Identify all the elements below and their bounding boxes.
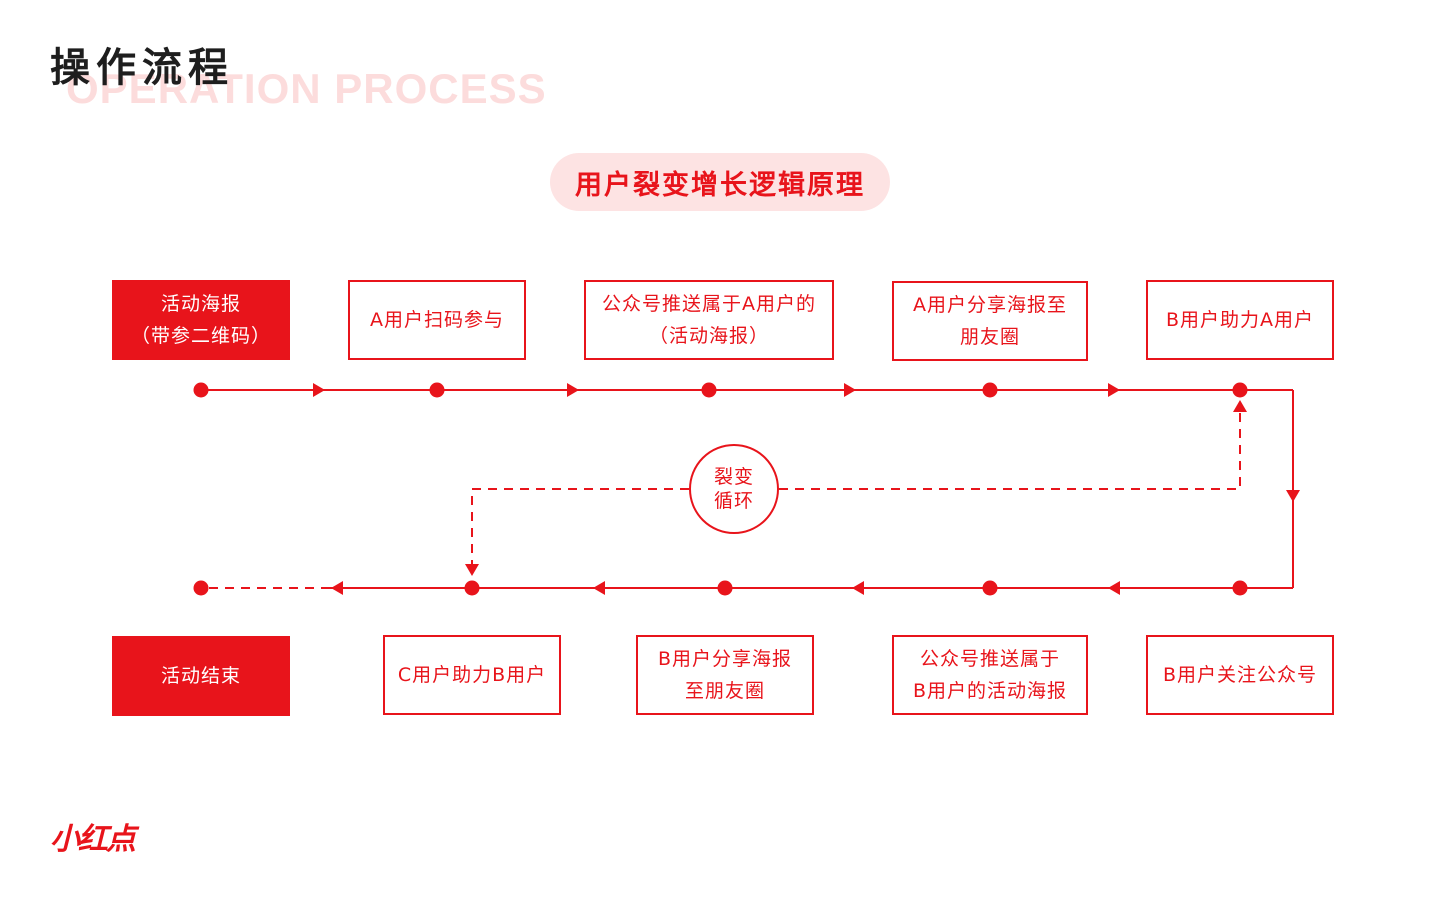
step-text: 至朋友圈 <box>684 680 765 702</box>
arrow-right-1 <box>313 383 325 397</box>
arrow-left-2 <box>852 581 864 595</box>
step-activity-end: 活动结束 <box>112 636 290 716</box>
step-a-user-scan: A用户扫码参与 <box>348 280 526 360</box>
node <box>464 580 480 596</box>
step-text: 活动海报 <box>160 293 241 315</box>
arrow-up-cycle <box>1233 400 1247 412</box>
step-b-user-share: B用户分享海报 至朋友圈 <box>636 635 814 715</box>
step-b-follow: B用户关注公众号 <box>1146 635 1334 715</box>
cycle-return-dashed-line <box>779 410 1241 490</box>
arrow-right-4 <box>1108 383 1120 397</box>
arrow-right-3 <box>844 383 856 397</box>
step-c-help-b: C用户助力B用户 <box>383 635 561 715</box>
step-push-a-poster: 公众号推送属于A用户的 （活动海报） <box>584 280 834 360</box>
step-text: 公众号推送属于 <box>919 648 1060 670</box>
step-text: B用户分享海报 <box>657 648 793 670</box>
step-text: B用户助力A用户 <box>1165 309 1315 331</box>
cycle-text: 循环 <box>713 490 754 512</box>
node <box>701 382 717 398</box>
step-b-help-a: B用户助力A用户 <box>1146 280 1334 360</box>
step-text: B用户的活动海报 <box>912 680 1068 702</box>
arrow-right-2 <box>567 383 579 397</box>
heading-english: OPERATION PROCESS <box>66 65 547 112</box>
step-text: 朋友圈 <box>959 326 1020 348</box>
step-activity-poster: 活动海报 （带参二维码） <box>112 280 290 360</box>
node <box>982 382 998 398</box>
arrow-left-3 <box>593 581 605 595</box>
node <box>1232 382 1248 398</box>
subtitle-pill: 用户裂变增长逻辑原理 <box>550 153 890 211</box>
cycle-out-dashed-line <box>471 488 689 566</box>
step-text: （带参二维码） <box>130 325 271 347</box>
subtitle-text: 用户裂变增长逻辑原理 <box>575 169 865 201</box>
step-text: （活动海报） <box>648 325 769 347</box>
step-text: 公众号推送属于A用户的 <box>602 293 816 315</box>
arrow-down-right <box>1286 490 1300 502</box>
node <box>982 580 998 596</box>
fission-cycle-circle: 裂变 循环 <box>689 444 779 534</box>
page-title: 操作流程 <box>50 45 234 91</box>
step-text: B用户关注公众号 <box>1162 664 1318 686</box>
step-text: A用户分享海报至 <box>913 294 1067 316</box>
arrow-down-cycle <box>465 564 479 576</box>
node <box>429 382 445 398</box>
node <box>1232 580 1248 596</box>
arrow-left-1 <box>1108 581 1120 595</box>
step-text: A用户扫码参与 <box>370 309 504 331</box>
step-text: C用户助力B用户 <box>397 664 547 686</box>
step-push-b-poster: 公众号推送属于 B用户的活动海报 <box>892 635 1088 715</box>
arrow-left-4 <box>331 581 343 595</box>
brand-logo: 小红点 <box>50 822 136 857</box>
node <box>193 382 209 398</box>
step-a-user-share: A用户分享海报至 朋友圈 <box>892 281 1088 361</box>
node <box>717 580 733 596</box>
step-text: 活动结束 <box>160 665 241 687</box>
node <box>193 580 209 596</box>
cycle-text: 裂变 <box>713 466 754 488</box>
